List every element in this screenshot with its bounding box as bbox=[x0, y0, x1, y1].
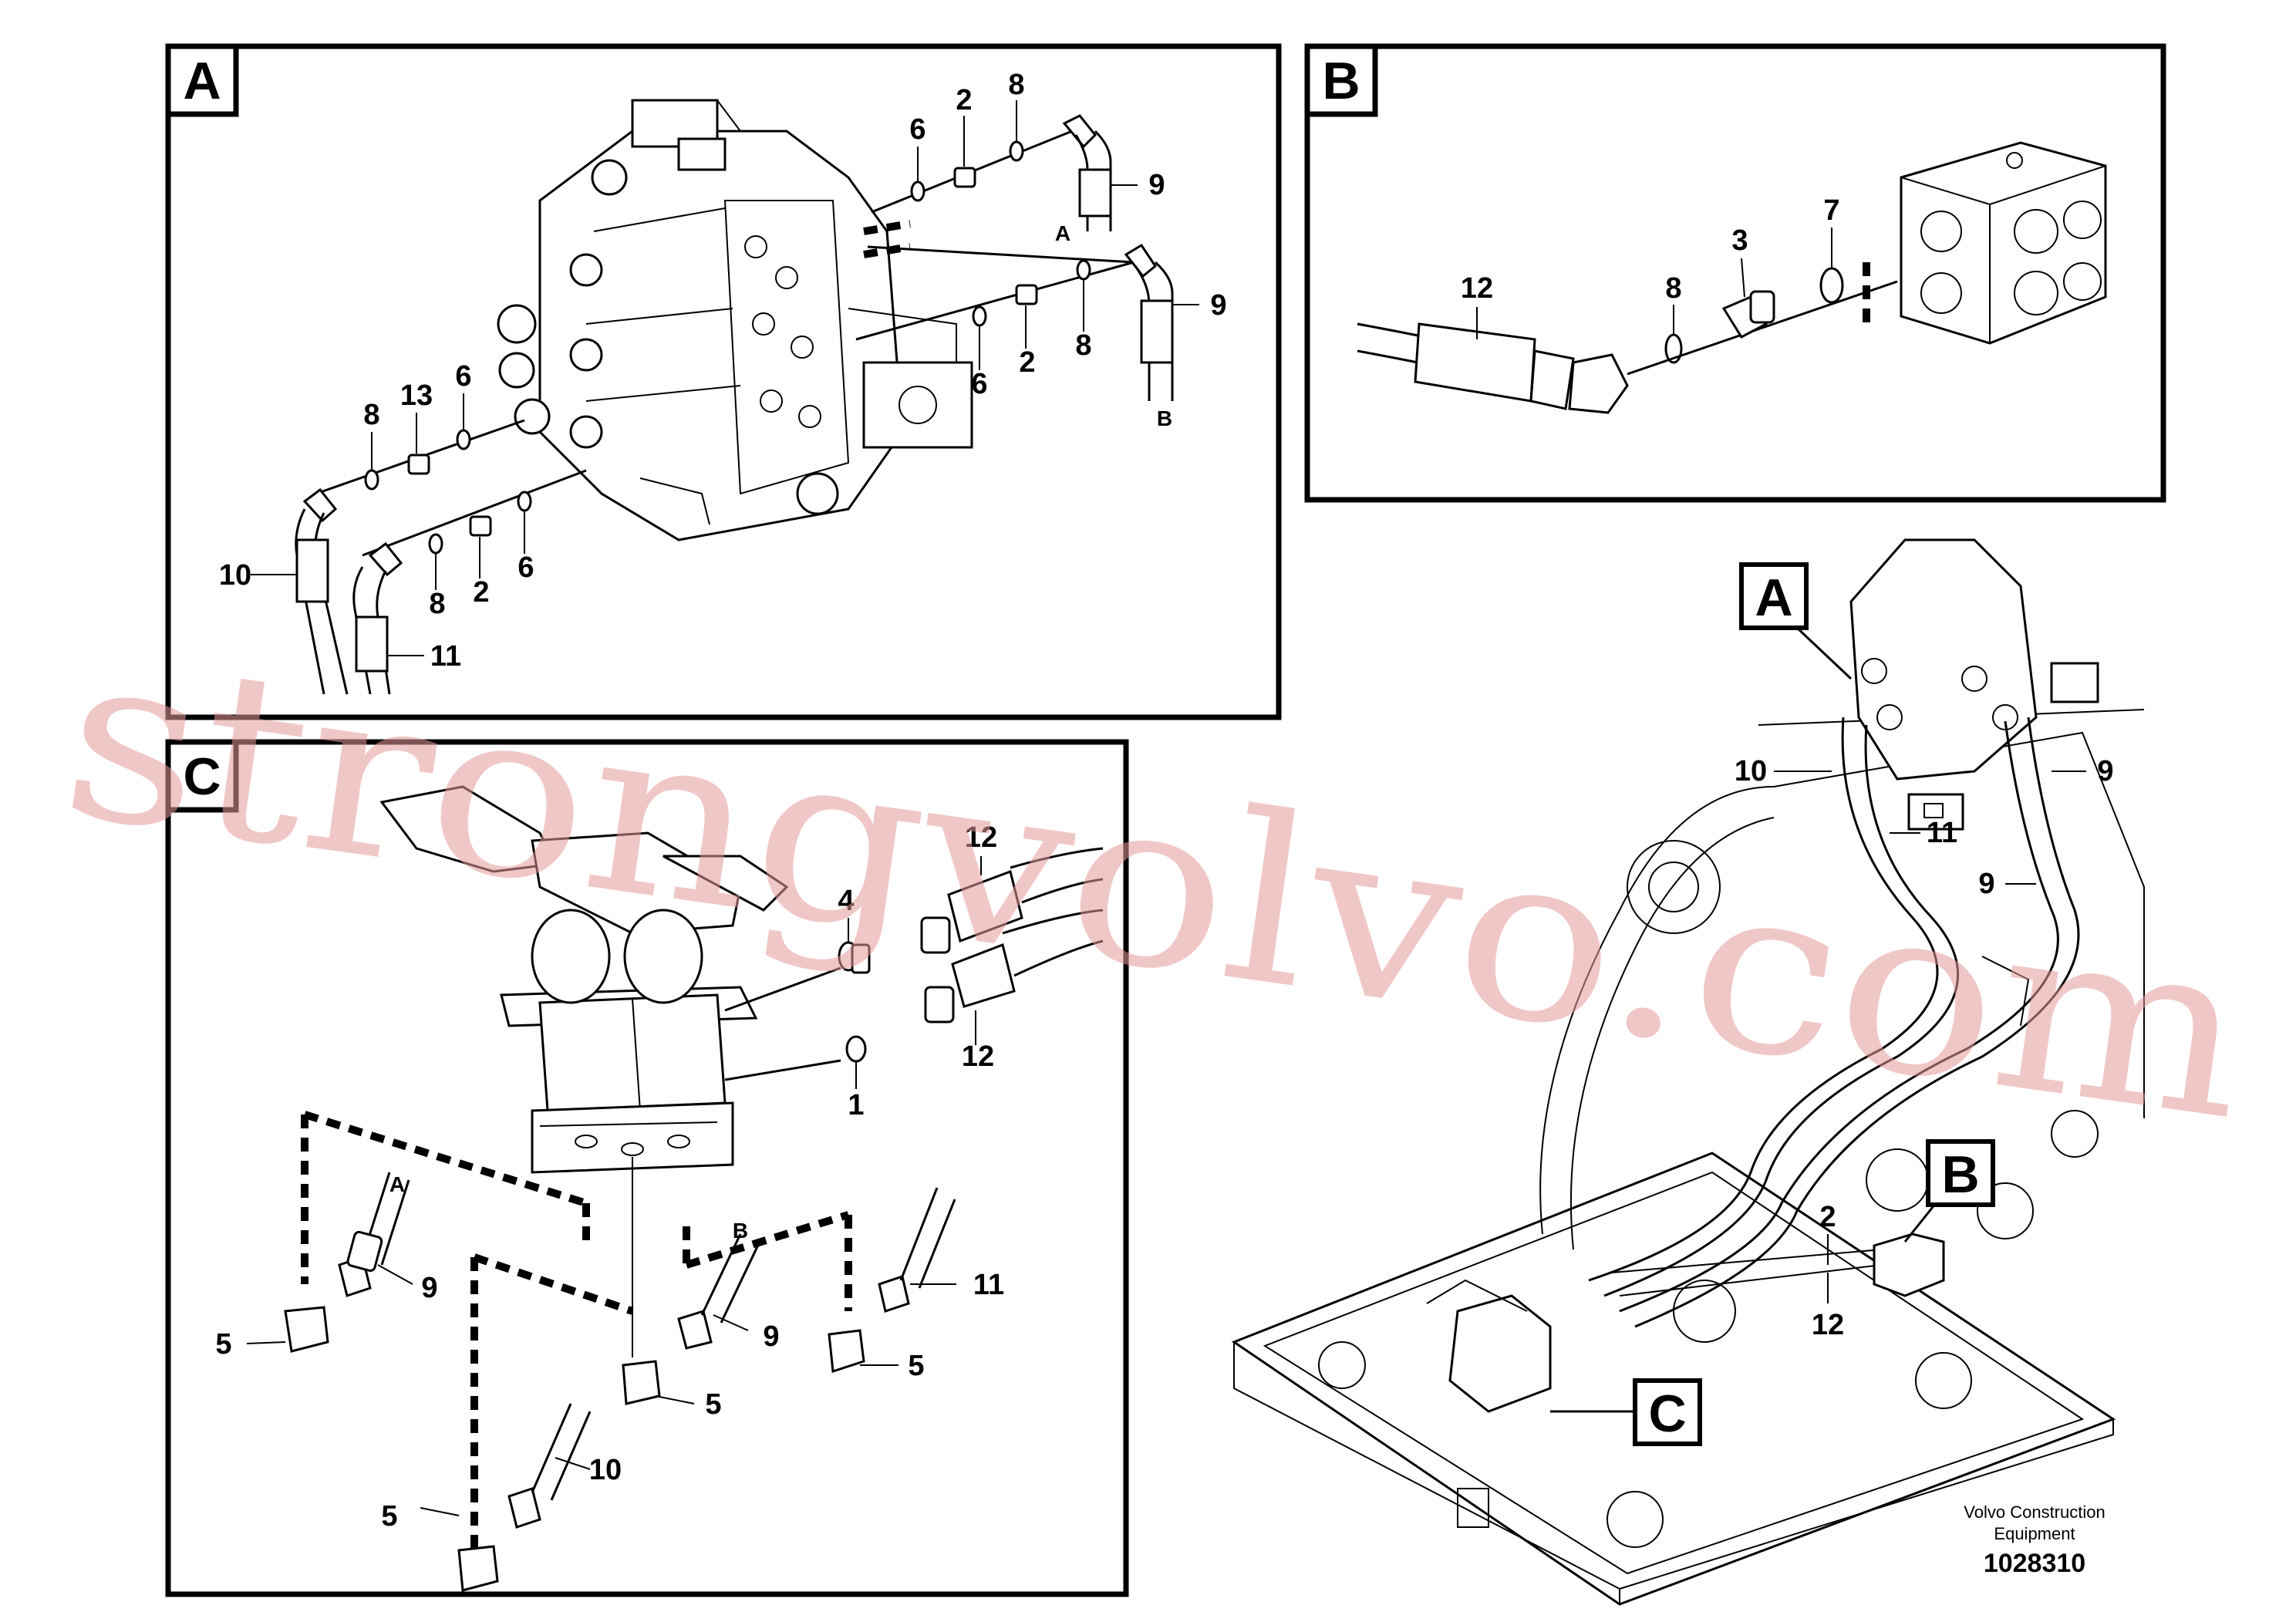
panel-c-callout: 5 bbox=[705, 1388, 721, 1421]
panel-b: B bbox=[1304, 43, 2166, 503]
panel-a-callout: 8 bbox=[1075, 329, 1091, 362]
panel-a-callout: 2 bbox=[1019, 346, 1035, 379]
overview-label-a-box bbox=[1739, 562, 1809, 630]
panel-c-callout: 4 bbox=[838, 885, 854, 917]
panel-c-callout: 5 bbox=[908, 1350, 924, 1382]
panel-c-callout: 5 bbox=[381, 1500, 397, 1533]
panel-c-callout: 12 bbox=[965, 821, 997, 854]
overview-callout: 9 bbox=[2097, 755, 2113, 787]
credit-line-2: Equipment bbox=[1994, 1524, 2075, 1543]
document-number: 1028310 bbox=[1984, 1549, 2085, 1578]
panel-b-letter: B bbox=[1322, 52, 1360, 110]
panel-a-leaders bbox=[251, 100, 1199, 656]
panel-a-callout: 8 bbox=[429, 588, 445, 620]
panel-b-callout: 12 bbox=[1461, 272, 1493, 305]
control-valve-illustration bbox=[497, 99, 973, 541]
panel-a-callout: 6 bbox=[909, 113, 925, 146]
panel-a-callout: 11 bbox=[430, 640, 461, 673]
panel-c-callouts: 12 4 12 1 A 9 5 B 9 5 11 5 10 5 bbox=[215, 821, 1004, 1533]
panel-a-callout: 8 bbox=[363, 399, 379, 431]
panel-c-leaders bbox=[246, 856, 982, 1516]
panel-a-tag: B bbox=[1157, 406, 1172, 430]
panel-a-callout: 9 bbox=[1148, 169, 1165, 201]
panel-c-letter-box bbox=[165, 739, 239, 813]
panel-b-letter-box bbox=[1304, 43, 1378, 117]
panel-a-tag: A bbox=[1055, 221, 1070, 245]
panel-a-border bbox=[165, 43, 1282, 720]
panel-a-callout: 6 bbox=[455, 360, 471, 393]
panel-a-callout: 6 bbox=[518, 551, 534, 584]
panel-c: C bbox=[165, 739, 1129, 1597]
panel-b-callout: 3 bbox=[1731, 224, 1748, 257]
overview-callout: 9 bbox=[1978, 868, 1994, 900]
pedal-valve-illustration bbox=[379, 785, 789, 1174]
panel-c-callout: 11 bbox=[973, 1269, 1004, 1301]
panel-a-callout: 2 bbox=[473, 576, 489, 609]
panel-c-callout: 12 bbox=[962, 1040, 994, 1073]
overview-label-c: C bbox=[1648, 1384, 1686, 1443]
credit-line-1: Volvo Construction bbox=[1964, 1502, 2105, 1522]
panel-c-callout: 1 bbox=[848, 1089, 864, 1121]
panel-c-border bbox=[165, 739, 1129, 1597]
panel-a-callout: 8 bbox=[1008, 69, 1024, 101]
panel-c-tag: A bbox=[389, 1172, 405, 1196]
panel-c-tag: B bbox=[733, 1219, 748, 1243]
overview-callout: 12 bbox=[1812, 1309, 1844, 1341]
panel-b-callout: 8 bbox=[1665, 272, 1681, 305]
overview-label-b-box bbox=[1926, 1139, 1995, 1207]
overview-label-b: B bbox=[1941, 1145, 1979, 1204]
panel-a-callout: 10 bbox=[219, 559, 251, 592]
panel-a-callout: 9 bbox=[1210, 289, 1226, 322]
panel-b-callout: 7 bbox=[1823, 194, 1839, 227]
overview-label-c-box bbox=[1633, 1378, 1702, 1446]
overview-callout: 2 bbox=[1819, 1201, 1836, 1233]
panel-a-callout: 6 bbox=[971, 368, 987, 400]
panel-a-callouts: 6 2 8 9 A 9 B 8 2 6 8 13 6 10 8 2 6 11 bbox=[219, 69, 1227, 673]
overview-label-a: A bbox=[1755, 568, 1792, 627]
overview-callout: 10 bbox=[1735, 755, 1767, 787]
panel-c-hoses bbox=[284, 847, 1104, 1592]
panel-a: A bbox=[165, 43, 1282, 720]
panel-c-callout: 10 bbox=[589, 1454, 622, 1486]
panel-a-callout: 13 bbox=[400, 379, 433, 412]
panel-b-border bbox=[1304, 43, 2166, 503]
panel-a-letter-box bbox=[165, 43, 239, 117]
overview-frame-labels: A B C bbox=[1550, 562, 1995, 1446]
panel-b-callouts: 12 8 3 7 bbox=[1461, 194, 1840, 305]
overview-callouts: 10 9 11 9 2 12 bbox=[1735, 755, 2114, 1341]
panel-b-parts bbox=[1357, 141, 2107, 414]
panel-c-letter: C bbox=[183, 747, 221, 806]
panel-b-leaders bbox=[1476, 228, 1832, 339]
panel-a-fittings bbox=[295, 114, 1174, 695]
panel-a-callout: 2 bbox=[956, 84, 972, 116]
panel-c-callout: 9 bbox=[763, 1320, 779, 1353]
panel-c-callout: 9 bbox=[421, 1272, 437, 1304]
overview-callout: 11 bbox=[1927, 817, 1957, 849]
panel-a-letter: A bbox=[183, 52, 221, 110]
title-block: Volvo Construction Equipment 1028310 bbox=[1964, 1502, 2105, 1578]
panel-c-callout: 5 bbox=[215, 1328, 231, 1361]
